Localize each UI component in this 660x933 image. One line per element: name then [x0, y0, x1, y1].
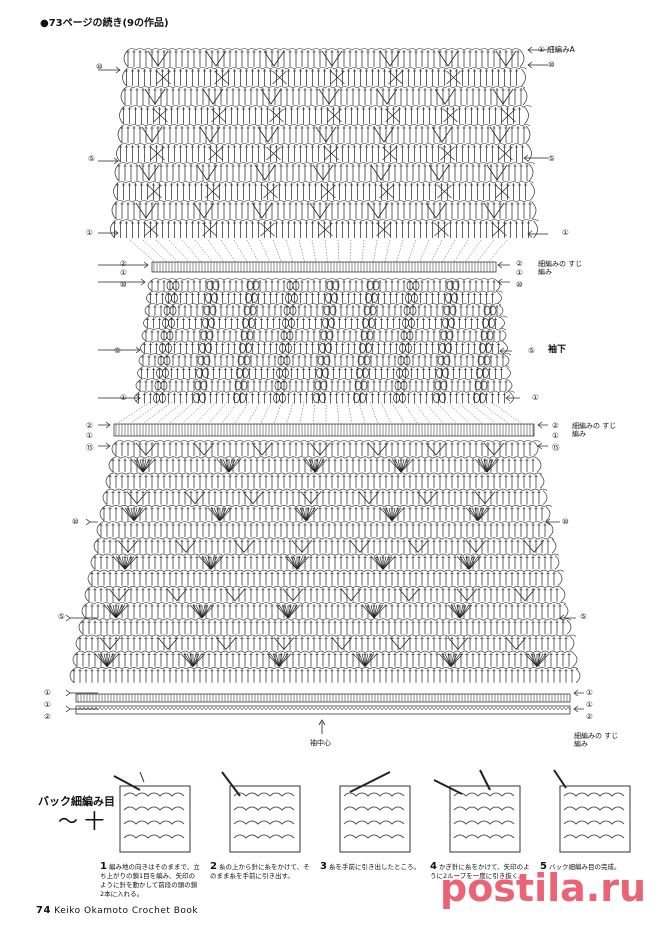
row-label-right-5a: ⑤	[548, 154, 555, 163]
row-label-top-right-1: ① 細編みA	[538, 45, 575, 54]
row-label-left-5a: ⑤	[88, 154, 95, 163]
page-number: 74	[36, 905, 51, 916]
step-2-illustration	[221, 771, 301, 853]
row-label-right-1c: ①	[532, 393, 539, 402]
row-label-left-10a: ⑩	[96, 62, 103, 71]
row-label-right-1b: ①	[516, 268, 523, 277]
row-label-right-10b: ⑩	[516, 280, 523, 289]
row-label-left-1b: ①	[120, 268, 127, 277]
step-2-text: 糸の上から針に糸をかけて、そのまま糸を手前に引き出す。	[210, 863, 310, 880]
step-4-illustration	[433, 769, 521, 853]
row-label-right-note-f: 細編みの すじ編み	[574, 732, 619, 748]
page-header: ●73ページの続き(9の作品)	[40, 18, 169, 29]
row-label-left-10b: ⑩	[120, 280, 127, 289]
row-label-right-2b: ②	[516, 259, 523, 268]
row-label-right-5b: ⑤	[528, 346, 535, 355]
row-label-right-2f: ②	[586, 712, 593, 721]
row-label-left-1c: ①	[120, 393, 127, 402]
row-label-right-1d: ①	[552, 431, 559, 440]
row-label-left-15: ⑮	[86, 443, 94, 452]
legend-symbol: 〜 十	[58, 809, 105, 833]
row-label-left-1f: ①	[44, 700, 51, 709]
row-label-sleeve-label: 袖下	[548, 345, 567, 355]
step-2-number: 2	[210, 861, 217, 872]
row-label-center-label: 袖中心	[310, 739, 331, 747]
row-label-right-1e: ①	[586, 688, 593, 697]
row-label-right-note-b: 細編みの すじ編み	[538, 260, 583, 276]
step-4-text: かぎ針に糸をかけて、矢印のように2ループを一度に引き抜く。	[430, 863, 530, 880]
book-title: Keiko Okamoto Crochet Book	[54, 906, 199, 916]
step-1-illustration	[113, 771, 191, 853]
step-3-number: 3	[320, 861, 327, 872]
step-1-text: 編み地の向きはそのままで、立ち上がりの鎖1目を編み、矢印のように針を動かして前段…	[100, 863, 200, 898]
row-label-right-10c: ⑩	[562, 517, 569, 526]
step-5-illustration	[553, 769, 631, 853]
row-label-left-5b: ⑤	[114, 346, 121, 355]
crochet-diagram	[65, 46, 584, 734]
row-label-right-note-c: 細編みの すじ編み	[572, 422, 617, 438]
step-1-number: 1	[100, 861, 107, 872]
row-label-left-2c: ②	[86, 421, 93, 430]
row-label-right-15: ⑮	[552, 443, 560, 452]
step-5-number: 5	[540, 861, 547, 872]
row-label-right-1a: ①	[562, 228, 569, 237]
row-label-left-5c: ⑤	[58, 612, 65, 621]
row-label-left-2b: ②	[120, 259, 127, 268]
row-label-left-10c: ⑩	[72, 517, 79, 526]
row-label-top-right-2: ⑩	[548, 60, 555, 69]
row-label-right-5c: ⑤	[580, 612, 587, 621]
legend-title: バック細編み目	[38, 795, 115, 808]
step-4-number: 4	[430, 861, 437, 872]
step-3-illustration	[339, 771, 411, 853]
row-label-left-1d: ①	[86, 431, 93, 440]
row-label-right-1f: ①	[586, 700, 593, 709]
row-label-right-2c: ②	[552, 421, 559, 430]
row-label-left-1e: ①	[44, 688, 51, 697]
page-footer: 74 Keiko Okamoto Crochet Book	[36, 905, 198, 916]
row-label-left-1a: ①	[86, 228, 93, 237]
watermark-logo: postila.ru	[440, 866, 647, 910]
row-label-left-2f: ②	[44, 712, 51, 721]
step-3-text: 糸を手前に引き出したところ。	[328, 863, 420, 871]
step-5-text: バック細編み目の完成。	[548, 863, 621, 871]
